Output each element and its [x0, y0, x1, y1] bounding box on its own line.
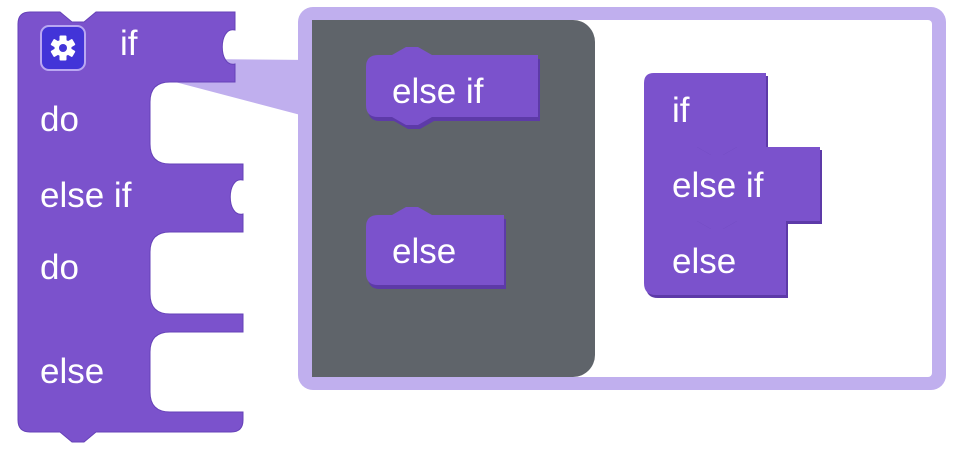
palette-else-if-block[interactable] — [366, 47, 540, 129]
mutator-container-if-block[interactable] — [644, 73, 768, 158]
mutator-else-label: else — [672, 242, 737, 281]
if-block[interactable] — [17, 11, 244, 443]
mutator-if-label: if — [672, 91, 690, 130]
palette-else-label: else — [392, 232, 457, 271]
gear-icon — [50, 35, 76, 61]
mutator-gear-button[interactable] — [40, 25, 86, 71]
mutator-item-else-block[interactable] — [644, 221, 788, 298]
palette-else-if-label: else if — [392, 72, 484, 111]
if-label: if — [120, 24, 138, 63]
do-label: do — [40, 100, 79, 139]
palette-else-block[interactable] — [366, 207, 506, 289]
else-if-label: else if — [40, 176, 132, 215]
mutator-item-else-if-block[interactable] — [644, 147, 822, 232]
mutator-else-if-label: else if — [672, 166, 764, 205]
do-label: do — [40, 248, 79, 287]
else-label: else — [40, 352, 105, 391]
